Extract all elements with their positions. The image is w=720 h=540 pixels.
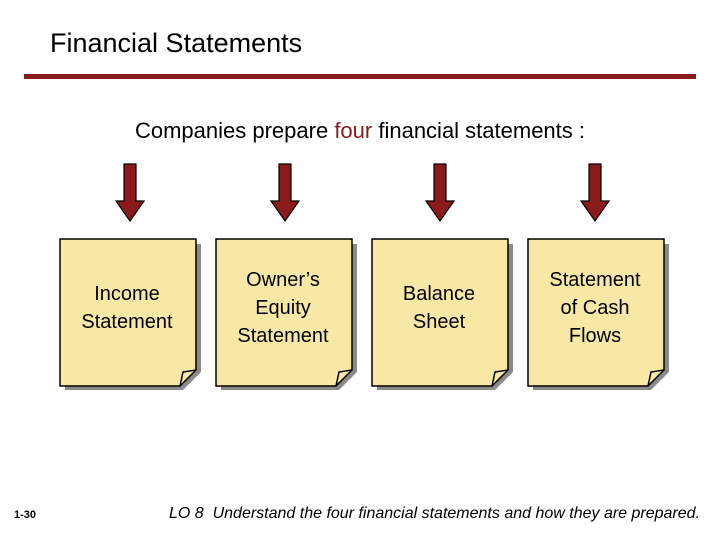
card-label-line: Statement [237,325,329,347]
card-label-line: Flows [568,325,622,347]
statement-card-cash-flows: Statement of Cash Flows [527,238,669,390]
down-arrow-icon [425,163,455,223]
folded-note-shape [59,238,201,390]
intro-text-after: financial statements : [372,118,586,143]
card-label-line: Statement [549,269,641,291]
down-arrow-icon [270,163,300,223]
statement-card-owners-equity: Owner’s Equity Statement [215,238,357,390]
card-label-line: of Cash [560,297,630,319]
statement-card-balance-sheet: Balance Sheet [371,238,513,390]
card-label-line: Equity [255,297,311,319]
statement-card-income: Income Statement [59,238,201,390]
intro-text-highlight: four [334,118,373,143]
title-underline [24,74,696,79]
folded-note-shape [371,238,513,390]
folded-note-shape [527,238,669,390]
down-arrow-icon [580,163,610,223]
card-label-line: Sheet [412,311,466,333]
folded-note-shape [215,238,357,390]
learning-objective-footer: LO 8 Understand the four financial state… [169,505,700,522]
statement-card-label: Income Statement [59,238,195,378]
slide-title: Financial Statements [50,28,303,58]
intro-text-before: Companies prepare [134,118,335,143]
slide-number: 1-30 [14,509,37,521]
card-label-line: Statement [81,311,173,333]
statement-card-label: Owner’s Equity Statement [215,238,351,378]
statement-card-label: Balance Sheet [371,238,507,378]
card-label-line: Owner’s [246,269,320,291]
card-label-line: Income [94,283,160,305]
card-label-line: Balance [402,283,476,305]
intro-text: Companies prepare four financial stateme… [0,118,720,144]
statement-card-label: Statement of Cash Flows [527,238,663,378]
down-arrow-icon [115,163,145,223]
